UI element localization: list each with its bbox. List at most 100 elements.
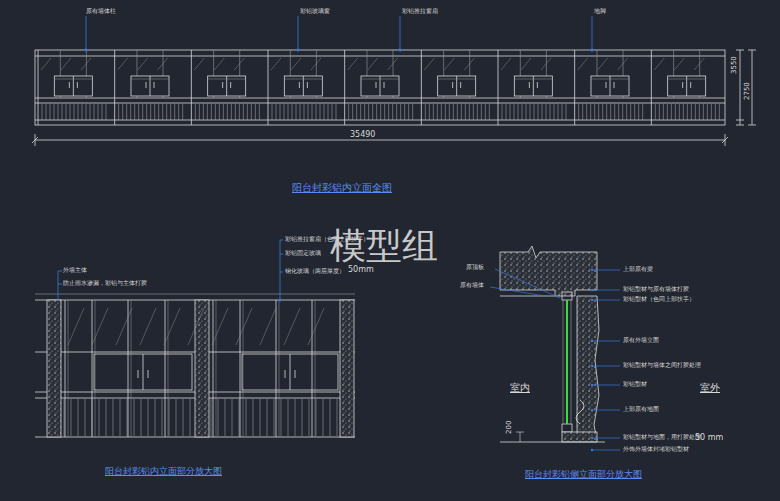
cad-line	[400, 16, 401, 50]
cad-line	[563, 300, 564, 424]
leader-dot	[591, 289, 593, 291]
cad-line	[235, 104, 236, 120]
cad-line	[213, 300, 214, 437]
cad-line	[271, 58, 281, 70]
cad-line	[290, 354, 291, 390]
cad-line	[274, 399, 275, 436]
cad-line	[736, 120, 744, 121]
cad-line	[219, 104, 220, 120]
cad-line	[449, 104, 450, 120]
cad-line	[421, 50, 422, 125]
cad-line	[736, 125, 744, 126]
cad-line	[441, 104, 442, 120]
cad-line	[148, 370, 149, 378]
cad-line	[592, 290, 620, 291]
cad-line	[465, 104, 466, 120]
cad-line	[302, 399, 303, 436]
cad-line	[592, 450, 620, 451]
masonry-column	[340, 300, 354, 437]
floor-curb	[562, 432, 597, 442]
cad-line	[591, 79, 629, 80]
cad-line	[128, 300, 129, 437]
callout-note: 3550	[731, 56, 739, 74]
cad-line	[236, 308, 252, 345]
cad-line	[671, 104, 672, 120]
cad-line	[368, 104, 369, 120]
cad-line	[114, 50, 115, 125]
callout-note: 彩铝型材与原有墙体打胶	[623, 286, 689, 293]
callout-note: 彩铝型材与地面，用打胶处理	[623, 434, 701, 441]
cad-line	[699, 104, 700, 120]
cad-line	[711, 104, 712, 120]
cad-line	[529, 82, 530, 88]
cad-line	[538, 104, 539, 120]
cad-line	[162, 104, 163, 120]
cad-line	[58, 271, 62, 272]
cad-line	[453, 104, 454, 120]
cad-line	[634, 104, 635, 120]
cad-line	[99, 399, 100, 436]
cad-line	[130, 104, 131, 120]
callout-note: 彩铝推拉窗扇（色同上部扶手）	[285, 236, 369, 243]
masonry-column	[47, 300, 61, 437]
window-frame	[94, 354, 192, 390]
cad-line	[292, 104, 293, 120]
cad-line	[232, 399, 233, 436]
cad-line	[502, 104, 503, 120]
leader-dot	[297, 49, 300, 52]
cad-line	[521, 58, 531, 70]
cad-line	[592, 341, 620, 342]
cad-line	[85, 399, 86, 436]
cad-line	[227, 104, 228, 120]
cad-line	[360, 104, 361, 120]
cad-line	[316, 104, 317, 120]
cad-line	[255, 104, 256, 120]
cad-line	[461, 104, 462, 120]
cad-line	[304, 104, 305, 120]
cad-line	[86, 104, 87, 120]
leader-dot	[591, 269, 593, 271]
callout-note: 钢化玻璃（两层厚度）	[285, 268, 345, 275]
cad-line	[70, 104, 71, 120]
cad-line	[498, 50, 499, 125]
cad-line	[578, 104, 579, 120]
cad-line	[618, 104, 619, 120]
drawing-title: 阳台封彩铝内立面全图	[292, 182, 392, 193]
cad-line	[77, 82, 78, 88]
window-frame	[208, 76, 246, 96]
cad-line	[158, 104, 159, 120]
cad-line	[376, 104, 377, 120]
leader-dot	[591, 437, 593, 439]
cad-line	[408, 104, 409, 120]
callout-note: 2750	[744, 82, 752, 100]
cad-line	[299, 82, 300, 88]
cad-line	[562, 104, 563, 120]
leader-dot	[279, 299, 282, 302]
cad-line	[501, 58, 511, 70]
cad-line	[682, 82, 683, 88]
cad-line	[102, 104, 103, 120]
cad-line	[82, 104, 83, 120]
leader-dot	[591, 365, 593, 367]
cad-line	[500, 296, 555, 297]
callout-note: 彩铝型材（色同上部扶手）	[623, 296, 695, 303]
cad-line	[320, 104, 321, 120]
cad-line	[113, 399, 114, 436]
cad-line	[118, 104, 119, 120]
cad-line	[234, 58, 244, 70]
cad-line	[444, 58, 454, 70]
cad-line	[176, 399, 177, 436]
callout-note: 原有墙体	[460, 282, 484, 289]
cad-line	[253, 399, 254, 436]
cad-line	[74, 104, 75, 120]
aluminium-profile	[562, 292, 572, 300]
cad-line	[736, 50, 744, 51]
cad-line	[170, 104, 171, 120]
cad-line	[518, 104, 519, 120]
cad-line	[155, 399, 156, 436]
leader-dot	[85, 49, 88, 52]
cad-line	[35, 103, 725, 104]
cad-line	[674, 58, 684, 70]
cad-line	[127, 399, 128, 436]
cad-line	[719, 104, 720, 120]
